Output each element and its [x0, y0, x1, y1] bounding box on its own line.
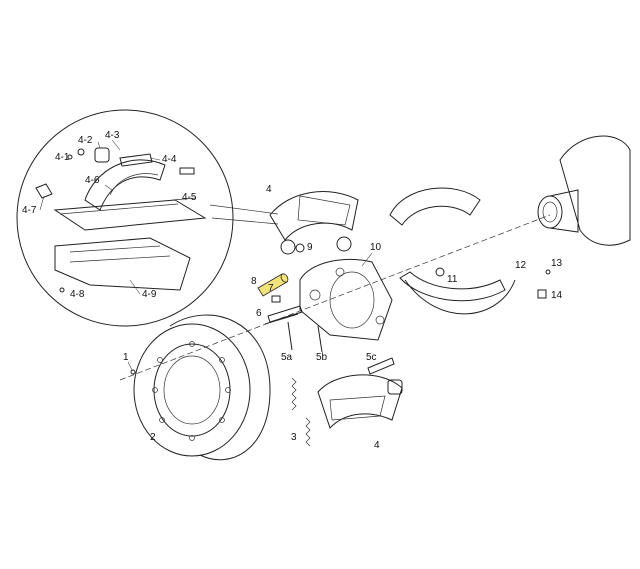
callout-14: 14	[551, 290, 563, 301]
return-spring	[291, 377, 311, 447]
dust-shield	[389, 187, 516, 315]
callout-4-1: 4-1	[55, 152, 70, 163]
lower-brake-shoe	[317, 374, 403, 429]
callout-2: 2	[150, 432, 156, 443]
callout-5a: 5a	[281, 352, 293, 363]
callout-7: 7	[268, 283, 274, 294]
callout-4-lower: 4	[374, 440, 380, 451]
callout-3: 3	[291, 432, 297, 443]
callout-4-9: 4-9	[142, 289, 157, 300]
callout-5c: 5c	[366, 352, 377, 363]
callout-4-3: 4-3	[105, 130, 120, 141]
callout-13: 13	[551, 258, 563, 269]
callout-5b: 5b	[316, 352, 328, 363]
callout-9: 9	[307, 242, 313, 253]
detail-inset	[16, 109, 234, 327]
brake-drum	[133, 314, 271, 461]
callout-12: 12	[515, 260, 527, 271]
callout-4-4: 4-4	[162, 154, 177, 165]
callout-4-2: 4-2	[78, 135, 93, 146]
callout-4-5: 4-5	[182, 192, 197, 203]
callout-8: 8	[251, 276, 257, 287]
callout-10: 10	[370, 242, 382, 253]
bolts	[264, 295, 323, 353]
callout-4-7: 4-7	[22, 205, 37, 216]
callout-4-upper: 4	[266, 184, 272, 195]
callout-6: 6	[256, 308, 262, 319]
anchor-pin-highlighted	[257, 273, 289, 297]
callout-4-8: 4-8	[70, 289, 85, 300]
callout-4-6: 4-6	[85, 175, 100, 186]
brake-spider	[299, 258, 393, 341]
callout-1: 1	[123, 352, 129, 363]
steering-knuckle	[537, 135, 631, 246]
inset-labels: 4-2 4-3 4-1 4-4 4-6 4-5 4-7 4-8 4-9	[22, 130, 197, 300]
upper-brake-shoe	[269, 191, 359, 255]
callout-11: 11	[447, 274, 458, 285]
